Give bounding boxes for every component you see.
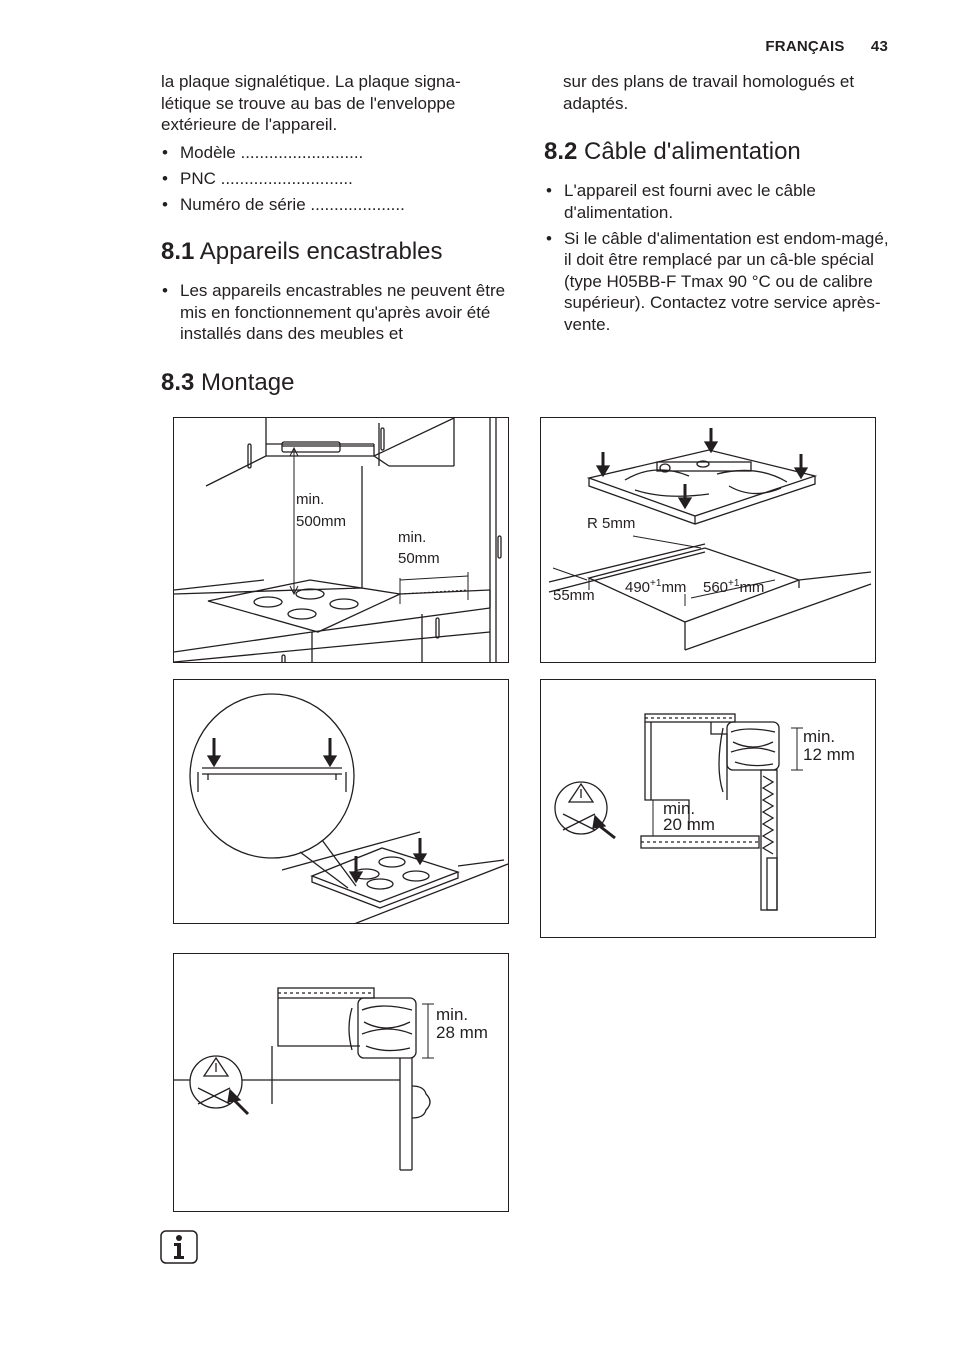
label-50mm: 50mm [398, 550, 440, 567]
header-language: FRANÇAIS [765, 38, 845, 55]
label-min: min. [803, 727, 835, 746]
info-icon [160, 1230, 198, 1264]
section-title: Appareils encastrables [199, 238, 443, 265]
label-500mm: 500mm [296, 513, 346, 530]
section-8-2-heading: 8.2 Câble d'alimentation [544, 138, 801, 166]
section-8-1-body: Les appareils encastrables ne peuvent êt… [161, 280, 513, 349]
section-8-1-heading: 8.1 Appareils encastrables [161, 238, 443, 266]
list-item: PNC ............................ [161, 168, 513, 190]
section-8-2-body: L'appareil est fourni avec le câble d'al… [545, 180, 890, 340]
label-28mm: 28 mm [436, 1023, 488, 1042]
clearance-12-20mm-drawing: min. 12 mm min. 20 mm [554, 713, 855, 911]
section-number: 8.3 [161, 369, 195, 396]
section-8-2-bullets: L'appareil est fourni avec le câble d'al… [545, 180, 890, 335]
list-item: Numéro de série .................... [161, 194, 513, 216]
label-12mm: 12 mm [803, 745, 855, 764]
identification-list: Modèle .......................... PNC ..… [161, 142, 513, 216]
list-item: Si le câble d'alimentation est endom-mag… [545, 228, 890, 336]
section-title: Câble d'alimentation [584, 138, 801, 165]
figure-clearance-28mm: min. 28 mm [173, 953, 509, 1212]
list-item: Modèle .......................... [161, 142, 513, 164]
label-min: min. [398, 529, 426, 546]
label-490mm: 490+1mm [625, 578, 686, 596]
list-item: L'appareil est fourni avec le câble d'al… [545, 180, 890, 223]
intro-line: létique se trouve au bas de l'enveloppe [161, 93, 456, 113]
page-number: 43 [870, 38, 888, 55]
figure-clearance-12-20mm: min. 12 mm min. 20 mm [540, 679, 876, 938]
continuation-paragraph: sur des plans de travail homologués et a… [563, 72, 855, 113]
kitchen-clearance-drawing: min. 500mm min. 50mm [174, 418, 502, 662]
label-r5mm: R 5mm [587, 515, 635, 532]
left-column: la plaque signalétique. La plaque signa-… [161, 71, 513, 220]
label-20mm: 20 mm [663, 815, 715, 834]
right-column: sur des plans de travail homologués et a… [563, 71, 903, 114]
figure-cutout-dimensions: R 5mm 55mm 490+1mm 560+1mm [540, 417, 876, 663]
hob-installation-drawing [189, 693, 508, 923]
label-55mm: 55mm [553, 587, 595, 604]
section-title: Montage [201, 369, 295, 396]
info-icon [160, 1230, 198, 1264]
section-8-1-bullets: Les appareils encastrables ne peuvent êt… [161, 280, 513, 345]
section-8-3-heading: 8.3 Montage [161, 369, 294, 397]
intro-paragraph: la plaque signalétique. La plaque signa-… [161, 71, 513, 136]
intro-line: la plaque signalétique. La plaque signa- [161, 72, 461, 91]
figure-clearance-kitchen: min. 500mm min. 50mm [173, 417, 509, 663]
label-min: min. [296, 491, 324, 508]
label-min: min. [663, 799, 695, 818]
section-number: 8.2 [544, 138, 578, 165]
list-item: Les appareils encastrables ne peuvent êt… [161, 280, 513, 345]
clearance-28mm-drawing: min. 28 mm [174, 987, 488, 1171]
intro-line: extérieure de l'appareil. [161, 115, 338, 134]
label-560mm: 560+1mm [703, 578, 764, 596]
label-min: min. [436, 1005, 468, 1024]
cutout-dimensions-drawing: R 5mm 55mm 490+1mm 560+1mm [548, 428, 872, 651]
figure-hob-installation [173, 679, 509, 924]
page-header: FRANÇAIS 43 [765, 38, 888, 55]
section-number: 8.1 [161, 238, 195, 265]
